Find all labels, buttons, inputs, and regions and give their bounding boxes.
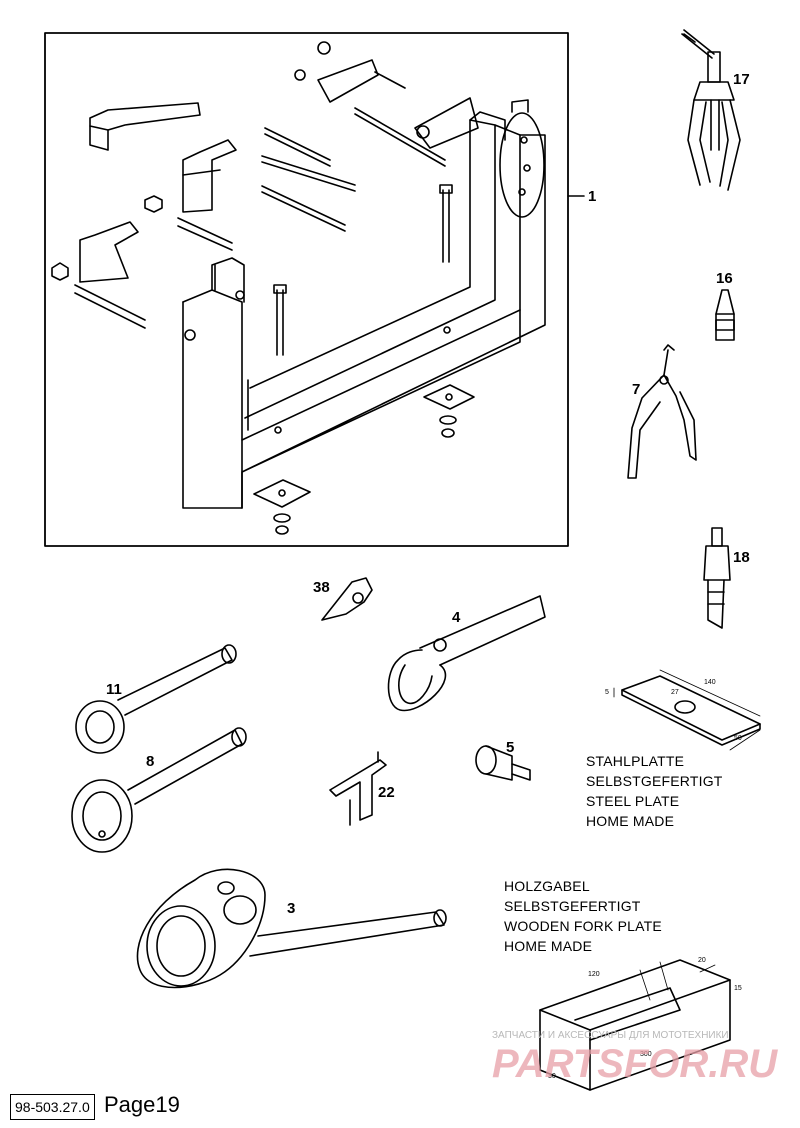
steel-plate-dim-length: 140 (704, 679, 716, 686)
engine-stand-drawing (51, 41, 546, 535)
pin-wrench-8-drawing (71, 727, 247, 853)
special-tool-22-drawing (329, 751, 387, 826)
footer-part-code: 98-503.27.0 (10, 1094, 95, 1120)
pin-wrench-11-drawing (75, 644, 237, 754)
steel-plate-note-line-3: STEEL PLATE (586, 793, 680, 809)
threadlock-bottle-drawing (715, 289, 735, 341)
wooden-plate-dimensions: 120 20 15 300 30 (548, 957, 742, 1080)
callout-4: 4 (452, 609, 461, 626)
callout-38: 38 (313, 579, 330, 596)
callout-11: 11 (106, 681, 122, 698)
steel-plate-dimensions: 5 27 140 50 (605, 679, 742, 742)
callout-7: 7 (632, 381, 640, 398)
steel-plate-dim-thickness: 5 (605, 689, 609, 696)
callout-labels: 1 17 16 7 18 38 4 11 8 5 22 3 (106, 71, 750, 917)
callout-16: 16 (716, 270, 733, 287)
steel-plate-note-line-4: HOME MADE (586, 813, 675, 829)
wooden-plate-note-line-4: HOME MADE (504, 938, 593, 954)
watermark-tagline: ЗАПЧАСТИ И АКСЕССУАРЫ ДЛЯ МОТОТЕХНИКИ (492, 1030, 729, 1041)
special-tool-38-drawing (321, 577, 373, 621)
steel-plate-dim-hole: 27 (671, 689, 679, 696)
watermark: ЗАПЧАСТИ И АКСЕССУАРЫ ДЛЯ МОТОТЕХНИКИ PA… (492, 1030, 792, 1090)
wooden-plate-dim-c: 15 (734, 985, 742, 992)
callout-8: 8 (146, 753, 154, 770)
wooden-plate-dim-a: 120 (588, 971, 600, 978)
wooden-plate-dim-e: 30 (548, 1073, 556, 1080)
wooden-plate-note-line-3: WOODEN FORK PLATE (504, 918, 662, 934)
circlip-pliers-drawing (627, 344, 697, 479)
engine-stand-kit-box (44, 32, 585, 547)
footer-page-label: Page19 (104, 1092, 180, 1117)
special-tool-5-drawing (475, 745, 531, 781)
puller-drawing (681, 29, 741, 191)
hook-wrench-drawing (387, 595, 546, 712)
wooden-plate-note-line-1: HOLZGABEL (504, 878, 590, 894)
steel-plate-note-line-1: STAHLPLATTE (586, 753, 685, 769)
callout-3: 3 (287, 900, 295, 917)
wooden-plate-note-line-2: SELBSTGEFERTIGT (504, 898, 641, 914)
steel-plate-note-line-2: SELBSTGEFERTIGT (586, 773, 723, 789)
steel-plate-drawing (613, 669, 761, 751)
callout-18: 18 (733, 549, 750, 566)
wooden-fork-plate-note: HOLZGABEL SELBSTGEFERTIGT WOODEN FORK PL… (504, 876, 662, 956)
steel-plate-dim-width: 50 (734, 735, 742, 742)
callout-5: 5 (506, 739, 514, 756)
callout-17: 17 (733, 71, 750, 88)
wooden-plate-dim-b: 20 (698, 957, 706, 964)
bearing-puller-drawing (703, 527, 731, 629)
watermark-logo-text: PARTSFOR.RU (492, 1042, 778, 1086)
wooden-plate-dim-d: 300 (640, 1051, 652, 1058)
wooden-fork-plate-drawing (539, 959, 731, 1091)
callout-1: 1 (588, 188, 596, 205)
clutch-holder-drawing (136, 868, 447, 989)
steel-plate-note: STAHLPLATTE SELBSTGEFERTIGT STEEL PLATE … (586, 751, 723, 831)
callout-22: 22 (378, 784, 395, 801)
